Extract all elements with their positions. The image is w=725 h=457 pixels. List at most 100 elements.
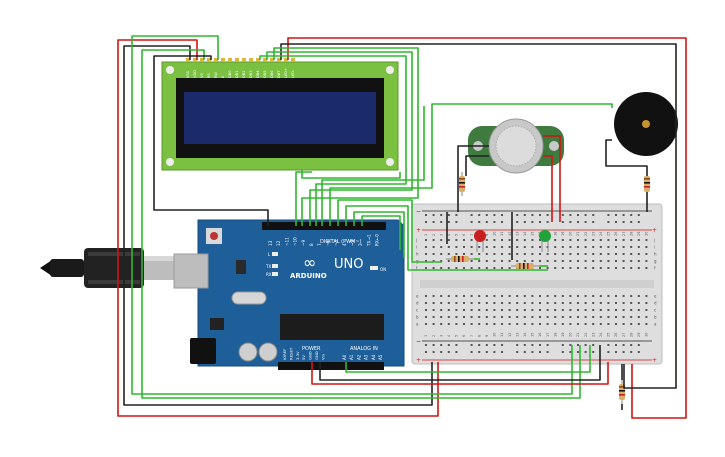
row-letter: h [416,252,419,257]
column-number: 5 [455,234,459,236]
rx-label: RX [266,272,272,277]
lcd-pin-label: VSS [186,70,190,78]
lcd-pin[interactable] [256,58,260,62]
microcontroller-chip [280,314,384,340]
row-letter: a [416,322,419,327]
analog-pin-label: A1 [349,354,354,360]
lcd-pin[interactable] [249,58,253,62]
column-number: 30 [645,333,649,337]
wire [457,145,489,212]
lcd-pin[interactable] [277,58,281,62]
resistor-red-led[interactable] [446,256,474,262]
digital-pin-label: ~3 [350,239,355,246]
wire [353,211,405,258]
column-number: 18 [553,333,557,337]
lcd-pin-label: DB2 [242,70,246,78]
on-label: ON [380,267,386,272]
lcd-pin-label: RW [214,72,218,78]
tx-label: TX [265,264,271,269]
power-analog-header [278,362,384,370]
rail-minus-bottom: − [416,338,421,345]
digital-pin-label: 12 [276,240,281,246]
column-number: 21 [576,232,580,236]
power-pin-label: GND [314,351,319,360]
digital-pin-label: ~6 [325,239,330,246]
column-number: 10 [493,333,497,337]
column-number: 22 [584,232,588,236]
lcd-pin-label: DB0 [228,70,232,78]
piezo-buzzer[interactable] [614,92,678,156]
column-number: 9 [485,234,489,236]
row-letter: b [654,315,657,320]
column-number: 20 [569,232,573,236]
row-letter: g [654,259,657,264]
power-pin-label: 3.3V [295,351,300,360]
column-number: 11 [500,232,504,236]
brand-label: ARDUINO [290,272,327,280]
usb-cable[interactable] [40,248,174,288]
lcd-pin-label: RS [207,73,211,78]
wire [311,362,609,385]
lcd-pin[interactable] [270,58,274,62]
wire [301,170,401,179]
column-number: 28 [629,333,633,337]
lcd-pin[interactable] [242,58,246,62]
column-number: 18 [553,232,557,236]
column-number: 1 [424,335,428,337]
resistor-green-led[interactable] [511,263,539,269]
row-letter: d [416,301,419,306]
lcd-pin[interactable] [186,58,190,62]
resistor-sensor[interactable] [459,172,465,196]
reset-button-cap[interactable] [210,232,218,240]
lcd-pin[interactable] [221,58,225,62]
lcd-pin[interactable] [284,58,288,62]
column-number: 24 [599,332,603,337]
wire [117,39,439,417]
column-number: 17 [546,333,550,337]
column-number: 1 [424,234,428,236]
lcd-pin-label: DB7 [277,70,281,78]
wire [319,345,601,381]
power-label: POWER [302,346,321,352]
lcd-pin[interactable] [263,58,267,62]
row-letter: f [654,266,656,271]
digital-pin-label: ~11 [284,237,289,246]
lcd-pin-label: LED+ [284,68,288,78]
lcd-pin[interactable] [214,58,218,62]
column-number: 25 [607,232,611,236]
column-number: 15 [531,232,535,236]
column-number: 23 [591,333,595,337]
lcd-pin[interactable] [200,58,204,62]
digital-pin-label: ~9 [301,239,306,246]
digital-pin-label: ~10 [293,237,298,246]
row-letter: d [654,301,657,306]
led-red[interactable] [474,230,486,252]
led-green[interactable] [539,230,551,252]
l-label: L [268,252,271,257]
row-letter: i [654,245,655,250]
column-number: 29 [637,333,641,337]
lcd-pin[interactable] [235,58,239,62]
digital-label: DIGITAL (PWM~) [320,239,362,245]
lcd-pin[interactable] [193,58,197,62]
lcd-pin-label: DB3 [249,70,253,78]
digital-pin-label: ~5 [334,239,339,246]
column-number: 25 [607,333,611,337]
breadboard[interactable]: 1122334455667788991010111112121313141415… [411,203,663,365]
lcd-pin[interactable] [291,58,295,62]
wire [329,103,613,226]
gas-sensor[interactable] [468,118,564,174]
row-letter: c [654,308,656,313]
arduino-board[interactable]: ∞ UNO ARDUINO DIGITAL (PWM~) POWER ANALO… [173,219,405,370]
wire [543,155,553,222]
digital-pin-label: RX←0 [375,234,380,246]
lcd-pin[interactable] [207,58,211,62]
lcd-pin-label: V0 [200,73,204,78]
digital-header [262,222,386,230]
lcd-pin[interactable] [228,58,232,62]
column-number: 16 [538,333,542,337]
lcd-pin-label: E [221,75,225,78]
